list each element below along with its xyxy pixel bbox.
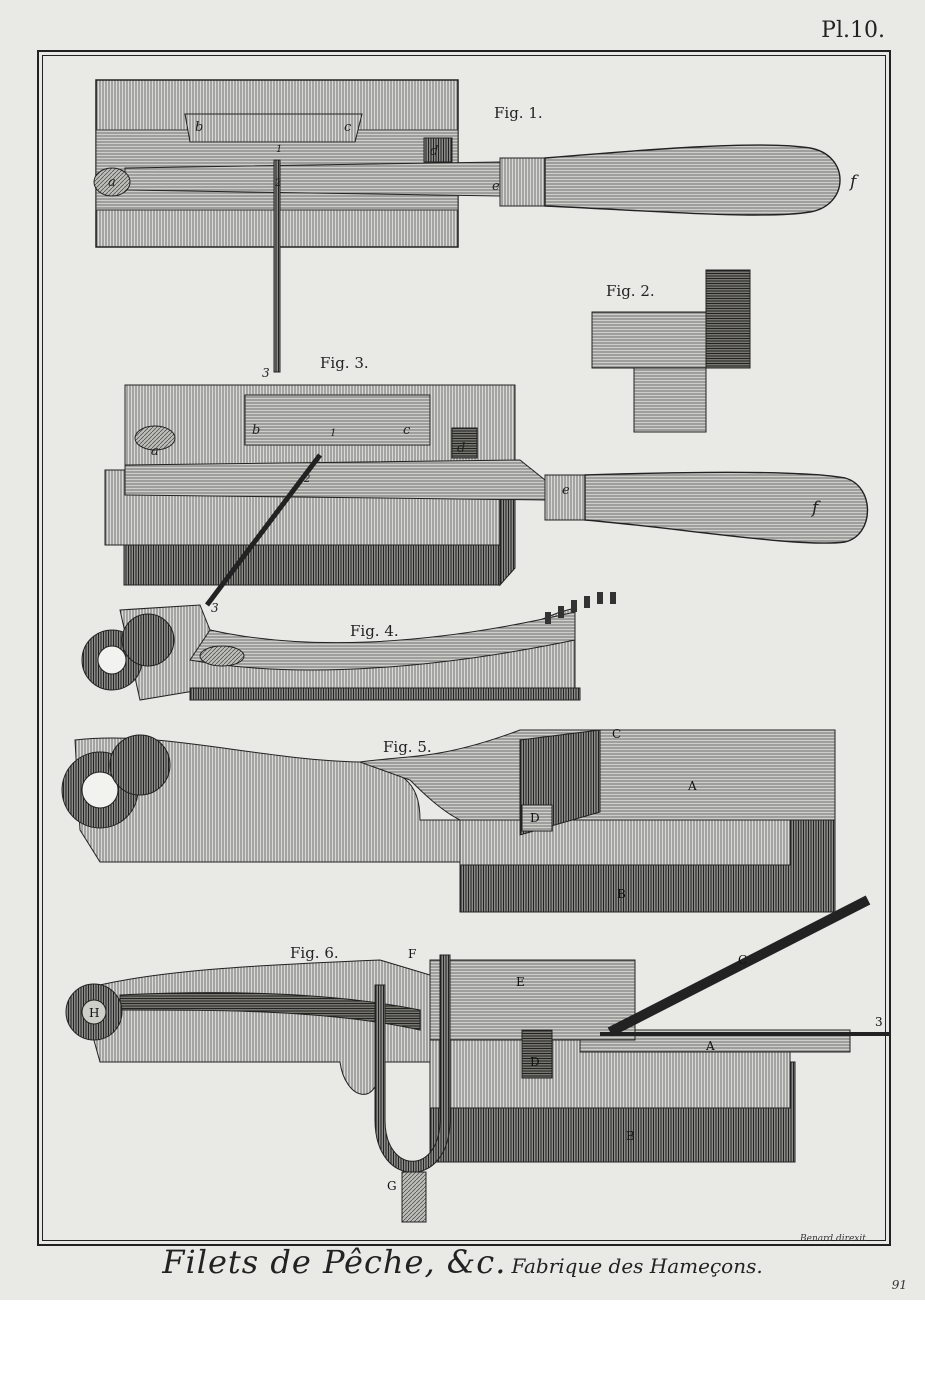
fig1-wire-label-3: 3 bbox=[262, 366, 270, 380]
fig6-eye-hole bbox=[81, 999, 107, 1025]
fig4-eye-hole bbox=[97, 645, 127, 675]
fig3-block-bc bbox=[244, 394, 431, 446]
fig3-label-c: c bbox=[403, 423, 411, 438]
fig1-label-b: b bbox=[195, 120, 203, 135]
fig3-wire bbox=[205, 453, 322, 607]
fig1-label-e: e bbox=[492, 179, 500, 194]
fig1-wingnut bbox=[93, 167, 131, 197]
fig2-caption: Fig. 2. bbox=[606, 282, 655, 300]
fig4-base-edge bbox=[189, 687, 581, 701]
fig3-wingnut bbox=[134, 425, 176, 451]
fig5-label-A: A bbox=[687, 779, 697, 793]
figure-3: Fig. 3. a b c d e f 1 2 3 3 bbox=[104, 354, 869, 615]
figure-2: Fig. 2. bbox=[591, 269, 751, 433]
fig3-handle bbox=[584, 471, 869, 544]
fig2-upright bbox=[705, 269, 751, 369]
fig5-knuckle bbox=[109, 734, 171, 796]
fig6-label-G: G bbox=[387, 1179, 397, 1193]
fig5-die-D bbox=[521, 804, 553, 832]
fig6-screw-G bbox=[401, 1171, 427, 1223]
fig1-label-c: c bbox=[344, 120, 352, 135]
plate-number: Pl.10. bbox=[821, 18, 885, 43]
fig3-stop-d bbox=[451, 427, 478, 459]
fig5-label-C: C bbox=[612, 727, 621, 741]
fig1-ferrule bbox=[499, 157, 546, 207]
fig3-label-a: a bbox=[151, 444, 159, 459]
fig1-stop-d bbox=[423, 137, 453, 163]
fig4-blade bbox=[189, 611, 576, 671]
fig3-ferrule bbox=[544, 474, 586, 521]
fig6-caption: Fig. 6. bbox=[290, 944, 339, 962]
fig5-label-D: D bbox=[530, 811, 540, 825]
fig4-knuckle bbox=[121, 613, 175, 667]
fig4-teeth bbox=[545, 592, 616, 624]
fig6-label-H: H bbox=[89, 1006, 99, 1020]
figure-4: Fig. 4. bbox=[81, 592, 616, 701]
fig3-blade bbox=[124, 459, 546, 501]
fig6-label-A: A bbox=[705, 1039, 715, 1053]
fig6-die-D bbox=[521, 1029, 553, 1079]
plate-title-main: Filets de Pêche, &c. bbox=[162, 1243, 507, 1281]
figure-6: Fig. 6. A B C D E F G H 3 bbox=[65, 895, 890, 1223]
fig3-caption: Fig. 3. bbox=[320, 354, 369, 372]
fig6-groove bbox=[119, 992, 421, 1031]
plate-title-sub: Fabrique des Hameçons. bbox=[511, 1254, 763, 1278]
fig1-handle bbox=[544, 144, 841, 216]
fig6-label-C: C bbox=[738, 953, 747, 967]
fig1-caption: Fig. 1. bbox=[494, 104, 543, 122]
fig6-stirrup-F bbox=[374, 954, 451, 1173]
fig3-label-3: 3 bbox=[211, 601, 219, 615]
fig1-blade bbox=[124, 161, 501, 197]
fig3-label-2: 2 bbox=[303, 474, 310, 485]
fig6-label-D: D bbox=[530, 1055, 540, 1069]
figure-1: Fig. 1. a b c d e f 1 2 bbox=[93, 79, 859, 373]
fig2-foot bbox=[633, 367, 707, 433]
fig6-chisel-C bbox=[607, 895, 871, 1037]
fig6-label-B: B bbox=[626, 1129, 635, 1143]
plate-border bbox=[37, 50, 891, 1246]
page-number: 91 bbox=[891, 1278, 907, 1292]
fig3-label-1: 1 bbox=[330, 428, 336, 439]
fig1-wire bbox=[273, 159, 281, 373]
fig5-caption: Fig. 5. bbox=[383, 738, 432, 756]
fig5-block-A-front bbox=[459, 819, 791, 866]
fig1-label-a: a bbox=[108, 175, 116, 190]
fig1-block-bc bbox=[184, 113, 363, 143]
engraver-credit: Benard direxit bbox=[800, 1234, 866, 1244]
fig3-label-b: b bbox=[252, 423, 260, 438]
fig6-label-3: 3 bbox=[875, 1015, 883, 1029]
fig1-label-1: 1 bbox=[276, 144, 282, 155]
fig6-block-E bbox=[429, 959, 636, 1041]
fig1-label-f: f bbox=[848, 172, 859, 192]
fig6-label-F: F bbox=[408, 947, 416, 961]
fig6-label-E: E bbox=[516, 975, 525, 989]
fig4-rivet bbox=[199, 645, 245, 667]
figure-5: Fig. 5. A B C D bbox=[61, 727, 836, 913]
fig5-eye-hole bbox=[81, 771, 119, 809]
plate-title: Filets de Pêche, &c. Fabrique des Hameço… bbox=[0, 1243, 925, 1281]
fig1-label-2: 2 bbox=[274, 178, 281, 189]
fig3-label-d: d bbox=[457, 441, 465, 456]
fig5-label-B: B bbox=[617, 887, 626, 901]
fig4-caption: Fig. 4. bbox=[350, 622, 399, 640]
fig3-label-f: f bbox=[810, 498, 821, 518]
fig1-label-d: d bbox=[430, 144, 438, 159]
fig3-label-e: e bbox=[562, 483, 570, 498]
